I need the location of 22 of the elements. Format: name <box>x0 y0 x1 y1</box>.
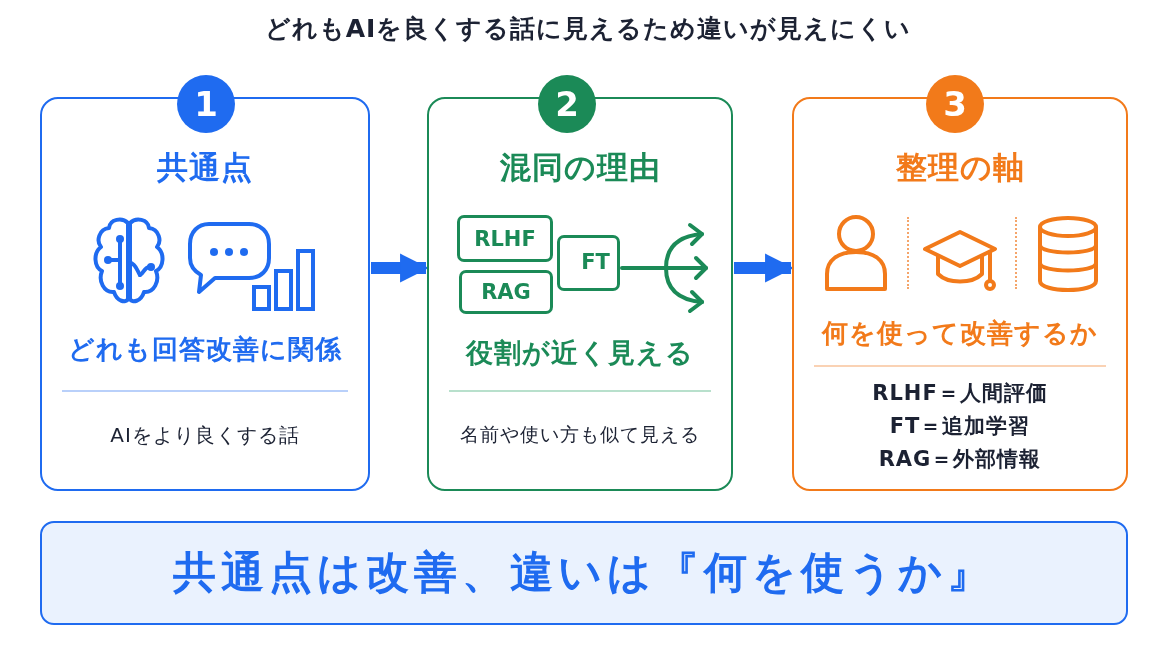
body-text: AIをより良くする話 <box>110 422 300 449</box>
panel-subheading: どれも回答改善に関係 <box>68 333 342 366</box>
definition-line: RAG＝外部情報 <box>878 446 1042 473</box>
panel-heading: 共通点 <box>157 148 253 187</box>
term-box: FT <box>557 235 620 291</box>
arrow <box>734 253 794 283</box>
term-box: RAG <box>459 270 553 314</box>
definition-line: FT＝追加学習 <box>889 413 1031 440</box>
arrow <box>371 253 429 283</box>
number-badge: 2 <box>538 75 596 133</box>
number-badge: 1 <box>177 75 235 133</box>
title: どれもAIを良くする話に見えるため違いが見えにくい <box>263 13 913 45</box>
panel-subheading: 何を使って改善するか <box>822 317 1098 350</box>
panel-subheading: 役割が近く見える <box>466 336 694 370</box>
panel-heading: 整理の軸 <box>895 148 1025 187</box>
summary-box <box>40 521 1128 625</box>
summary-text: 共通点は改善、違いは『何を使うか』 <box>173 546 995 599</box>
term-box: RLHF <box>457 215 553 262</box>
panel-heading: 混同の理由 <box>499 148 661 187</box>
definition-line: RLHF＝人間評価 <box>872 380 1048 407</box>
body-text: 名前や使い方も似て見える <box>460 422 700 447</box>
number-badge: 3 <box>926 75 984 133</box>
